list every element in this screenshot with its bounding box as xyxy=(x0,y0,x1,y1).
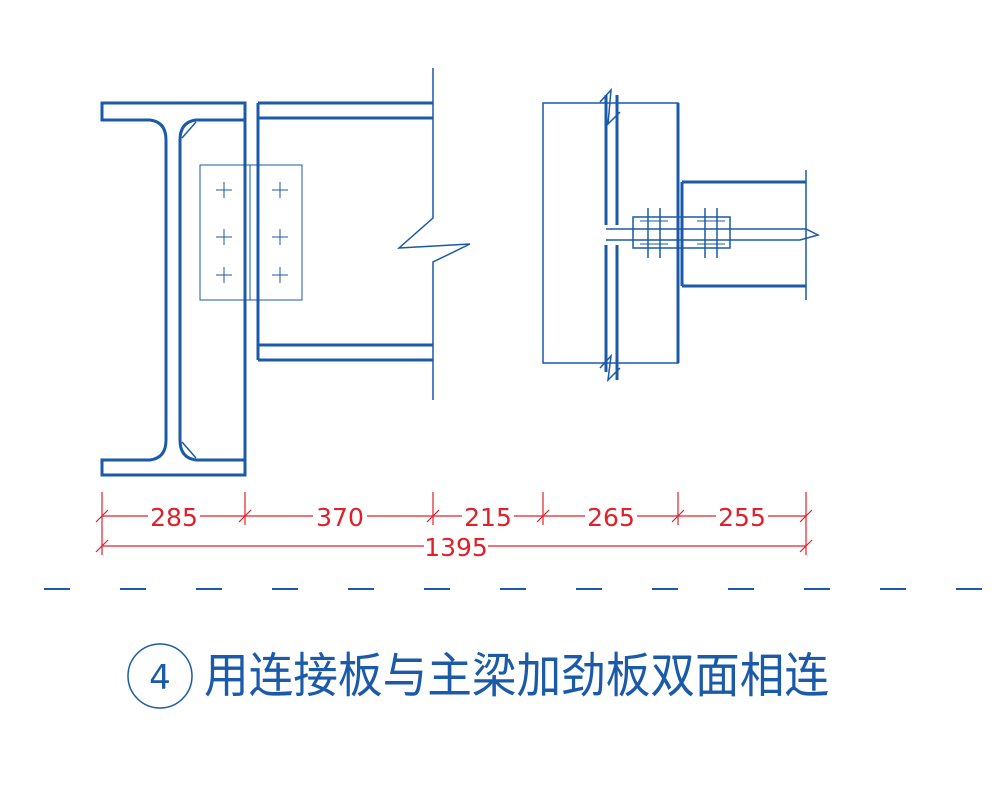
caption-number-circle xyxy=(127,643,193,709)
dim-total: 1395 xyxy=(424,533,488,562)
dim-segment-2: 370 xyxy=(316,503,364,532)
section-view xyxy=(542,87,821,383)
bolt-mark xyxy=(216,229,232,245)
dim-segment-3: 215 xyxy=(464,503,512,532)
bolt-mark xyxy=(272,267,288,283)
connection-plate xyxy=(199,164,303,301)
dim-segment-1: 285 xyxy=(150,503,198,532)
bolt-group xyxy=(216,182,288,283)
bolt-mark xyxy=(272,182,288,198)
secondary-beam-elevation xyxy=(256,68,471,400)
bolt-mark xyxy=(216,182,232,198)
bolt-mark xyxy=(216,267,232,283)
main-girder-section xyxy=(100,101,247,477)
caption-number: 4 xyxy=(149,658,171,698)
bolt-mark xyxy=(272,229,288,245)
dim-segment-5: 255 xyxy=(718,503,766,532)
caption-title: 用连接板与主梁加劲板双面相连 xyxy=(204,648,829,704)
caption: 4 用连接板与主梁加劲板双面相连 xyxy=(127,643,829,709)
dim-segment-4: 265 xyxy=(587,503,635,532)
